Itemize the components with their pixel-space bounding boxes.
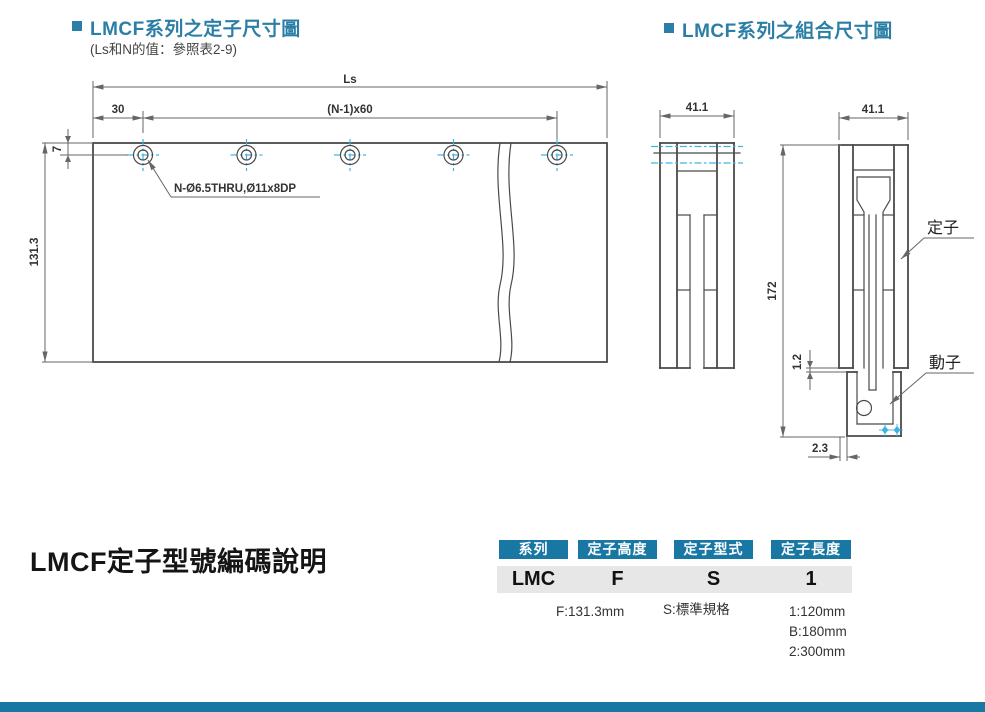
coding-header-cell: 定子高度 (578, 540, 657, 559)
mounting-holes (127, 139, 573, 171)
stator-heading-subtitle: (Ls和N的值：參照表2-9) (90, 42, 238, 57)
dim-30-label: 30 (112, 104, 125, 116)
coding-note: 2:300mm (789, 644, 846, 659)
stator-top-view: Ls 30 (N-1)x60 7 131.3 N-Ø6.5THRU,Ø11x8D… (29, 74, 608, 363)
coding-value: S (706, 568, 721, 590)
coding-note: F:131.3mm (556, 604, 625, 619)
coding-header-cell: 系列 (499, 540, 568, 559)
dim-2-3-label: 2.3 (812, 443, 828, 455)
break-line (508, 142, 515, 363)
coding-note: 1:120mm (789, 604, 846, 619)
coding-header-cell: 定子長度 (771, 540, 851, 559)
coding-value: LMC (511, 568, 556, 590)
dim-pitch-label: (N-1)x60 (327, 104, 372, 116)
mover-part-label: 動子 (929, 354, 961, 372)
coding-heading: LMCF定子型號編碼說明 (30, 547, 327, 577)
stator-heading-title: LMCF系列之定子尺寸圖 (90, 19, 301, 40)
stator-plate-outline (92, 142, 608, 363)
cable-hole (855, 399, 873, 417)
hole (230, 139, 263, 171)
hole-callout-label: N-Ø6.5THRU,Ø11x8DP (174, 183, 296, 195)
dim-width-a-label: 41.1 (686, 102, 709, 114)
coding-note: B:180mm (789, 624, 847, 639)
hole (127, 139, 159, 171)
dim-7-label: 7 (52, 146, 64, 152)
stator-part-label: 定子 (927, 219, 959, 237)
technical-drawings: Ls 30 (N-1)x60 7 131.3 N-Ø6.5THRU,Ø11x8D… (29, 74, 974, 461)
footer-bar (0, 702, 985, 712)
dim-172-label: 172 (767, 281, 779, 300)
dim-height-label: 131.3 (29, 238, 41, 267)
assembly-heading-title: LMCF系列之組合尺寸圖 (682, 21, 893, 42)
coding-value: F (611, 568, 624, 590)
fastener-marks (879, 424, 903, 436)
coding-value-row (497, 566, 852, 593)
hole (541, 139, 573, 171)
dim-width-b-label: 41.1 (862, 104, 885, 116)
assembly-section-heading: LMCF系列之組合尺寸圖 (664, 16, 893, 43)
section-bullet-icon (72, 21, 82, 31)
coding-note: S:標準規格 (663, 602, 730, 617)
hole (334, 139, 366, 171)
hole (437, 139, 470, 171)
coding-value: 1 (805, 568, 817, 590)
section-bullet-icon (664, 23, 674, 33)
coding-header-cell: 定子型式 (674, 540, 753, 559)
break-line (497, 142, 504, 363)
assembly-side-view: 41.1 (651, 102, 743, 369)
assembly-front-view: 41.1 172 1.2 2.3 定子 動子 (767, 104, 974, 461)
stator-section-heading: LMCF系列之定子尺寸圖 (72, 14, 301, 41)
dim-ls-label: Ls (343, 74, 356, 86)
dim-1-2-label: 1.2 (792, 354, 804, 370)
